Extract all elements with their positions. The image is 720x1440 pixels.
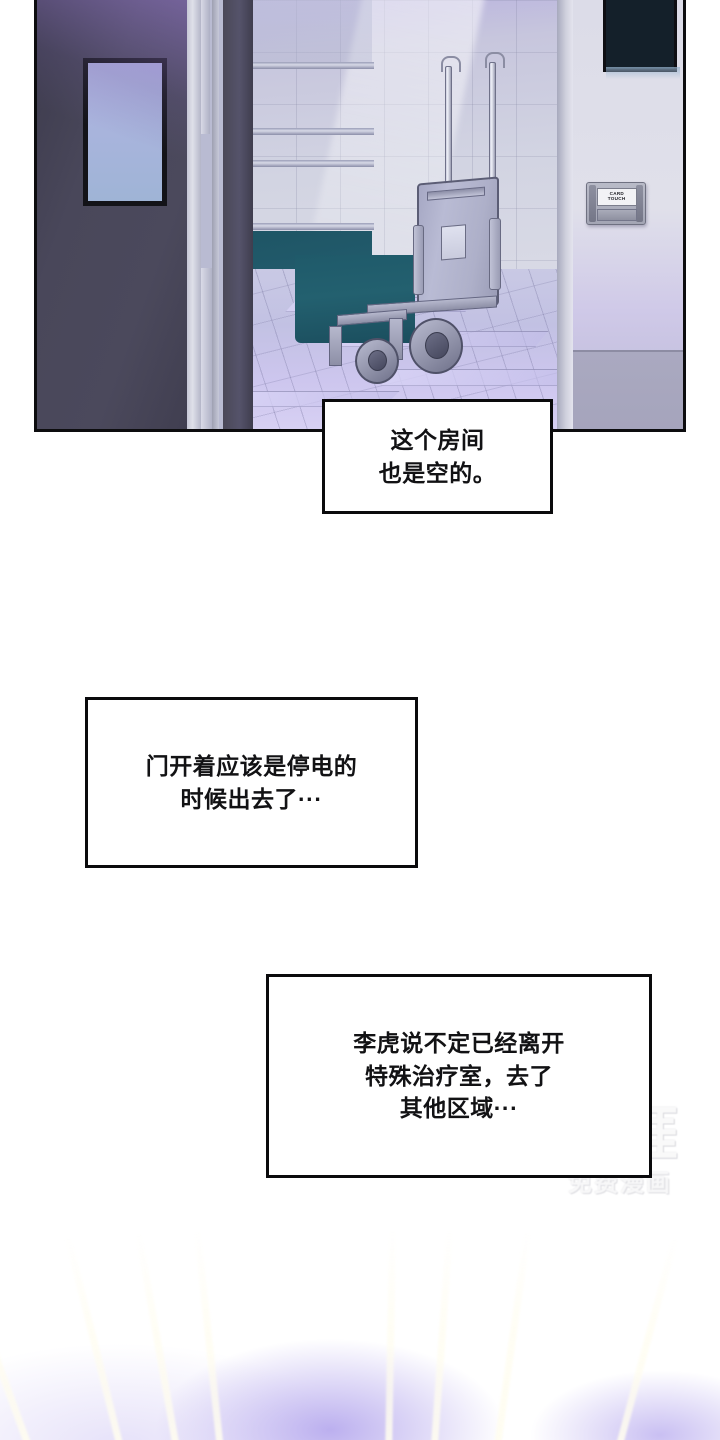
light-ray bbox=[492, 1231, 531, 1440]
light-ray bbox=[64, 1235, 127, 1440]
right-wall-baseboard bbox=[573, 350, 683, 429]
interior-shelf bbox=[252, 62, 374, 69]
card-reader-bracket-right bbox=[636, 185, 643, 222]
door-jamb-dark bbox=[223, 0, 253, 429]
card-reader-swipe-bar bbox=[597, 209, 637, 221]
interior-shelf bbox=[252, 128, 374, 135]
floor-stripe bbox=[285, 297, 479, 312]
caption-text-1: 这个房间 也是空的。 bbox=[378, 426, 497, 486]
interior-shelf bbox=[252, 160, 374, 167]
caption-box-1: 这个房间 也是空的。 bbox=[322, 399, 553, 514]
card-reader-line2: TOUCH bbox=[608, 196, 626, 202]
card-reader-bracket-left bbox=[589, 185, 596, 222]
card-reader-line1: CARD bbox=[609, 191, 625, 197]
comic-panel-corridor: CARD TOUCH bbox=[34, 0, 686, 432]
door-jamb-strip bbox=[201, 0, 210, 134]
door-window bbox=[83, 58, 167, 206]
light-ray bbox=[385, 1230, 397, 1440]
bottom-light-glow bbox=[0, 1230, 720, 1440]
interior-shelf bbox=[252, 223, 374, 230]
room-door-left bbox=[37, 0, 187, 429]
card-reader-label: CARD TOUCH bbox=[597, 188, 637, 206]
light-ray bbox=[612, 1236, 679, 1440]
caption-box-2: 门开着应该是停电的 时候出去了··· bbox=[85, 697, 418, 868]
door-edge-highlight bbox=[187, 0, 201, 429]
panel-artwork: CARD TOUCH bbox=[37, 0, 683, 429]
wall-dark-panel bbox=[603, 0, 680, 79]
door-jamb-strip bbox=[201, 268, 212, 429]
interior-band bbox=[252, 0, 372, 62]
light-ray bbox=[430, 1230, 454, 1440]
light-ray bbox=[193, 1230, 225, 1440]
light-ray bbox=[0, 1242, 37, 1440]
floor-stripe bbox=[335, 331, 549, 347]
caption-text-2: 门开着应该是停电的 时候出去了··· bbox=[145, 752, 358, 812]
caption-box-3: 李虎说不定已经离开 特殊治疗室，去了 其他区域··· bbox=[266, 974, 652, 1178]
caption-text-3: 李虎说不定已经离开 特殊治疗室，去了 其他区域··· bbox=[353, 1030, 565, 1122]
card-reader[interactable]: CARD TOUCH bbox=[586, 182, 646, 225]
right-wall-edge bbox=[557, 0, 573, 429]
door-jamb-strip bbox=[212, 0, 219, 429]
light-ray bbox=[135, 1232, 182, 1440]
